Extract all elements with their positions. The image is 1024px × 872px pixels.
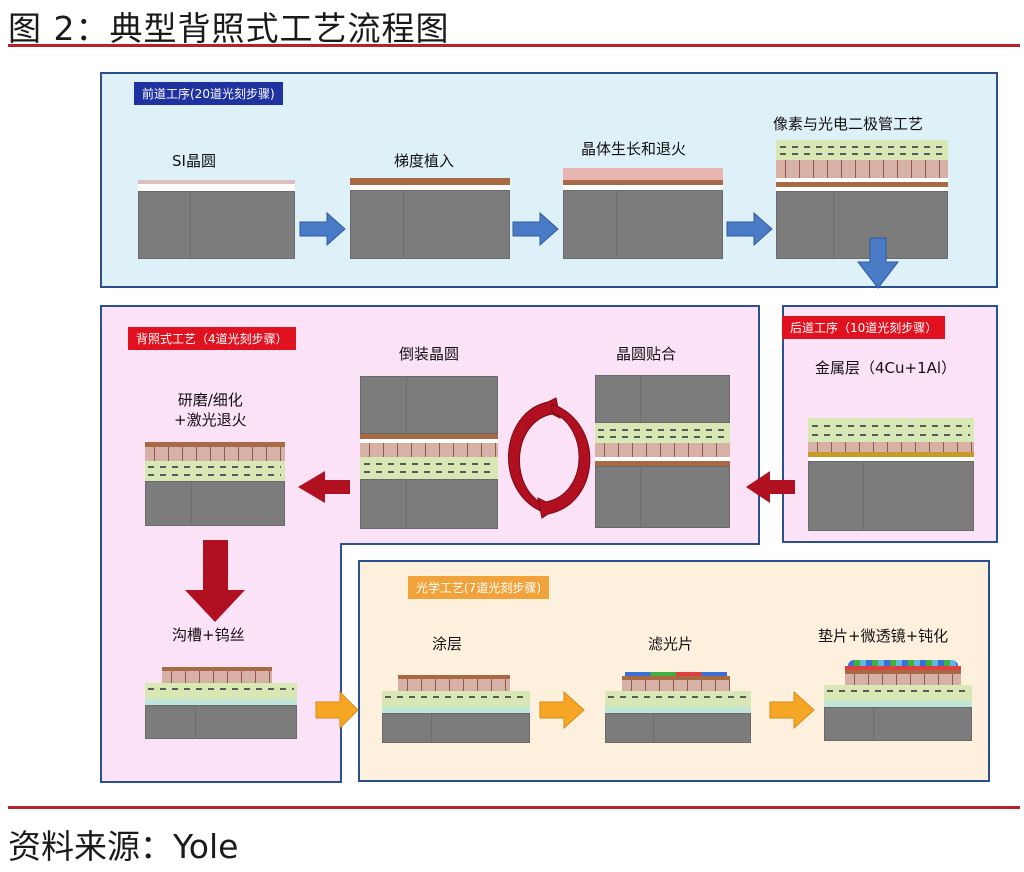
figure-title: 图 2：典型背照式工艺流程图	[8, 9, 450, 48]
step-flip-label: 倒装晶圆	[399, 345, 460, 363]
arrow-blue-down	[856, 237, 900, 289]
arrow-swap-right	[537, 403, 591, 519]
arrow-orange-1	[315, 690, 359, 730]
step-coating-label: 涂层	[432, 635, 463, 653]
step-metal-label: 金属层（4Cu+1Al）	[815, 359, 957, 377]
arrow-orange-3	[769, 690, 815, 730]
arrow-blue-3	[726, 211, 773, 247]
arrow-blue-1	[299, 211, 346, 247]
step-trench-label: 沟槽+钨丝	[172, 626, 245, 644]
backside-right-edge	[758, 305, 760, 545]
backside-notch-left	[340, 543, 342, 783]
arrow-red-down	[185, 540, 245, 622]
title-rule	[8, 44, 1020, 47]
backside-tag: 背照式工艺（4道光刻步骤）	[128, 327, 296, 350]
step-microlens-label: 垫片+微透镜+钝化	[818, 627, 949, 645]
step-bonding-label: 晶圆贴合	[616, 345, 677, 363]
arrow-red-1	[746, 471, 795, 503]
optical-tag: 光学工艺(7道光刻步骤)	[408, 576, 549, 599]
step-implant-label: 梯度植入	[394, 152, 455, 170]
arrow-red-2	[298, 471, 350, 503]
arrow-swap-left	[508, 397, 561, 514]
step-thinning-label: 研磨/细化 +激光退火	[174, 391, 247, 429]
step-pixel-label: 像素与光电二极管工艺	[773, 115, 924, 133]
backside-notch-top	[340, 543, 760, 545]
arrow-blue-2	[512, 211, 559, 247]
step-si-wafer-label: SI晶圆	[172, 152, 216, 170]
front-end-tag: 前道工序(20道光刻步骤)	[134, 82, 283, 105]
footer-rule	[8, 806, 1020, 809]
source-note: 资料来源：Yole	[8, 827, 239, 866]
step-growth-label: 晶体生长和退火	[581, 140, 687, 158]
arrow-orange-2	[539, 690, 585, 730]
step-filter-label: 滤光片	[648, 635, 694, 653]
back-end-tag: 后道工序（10道光刻步骤）	[782, 316, 946, 339]
